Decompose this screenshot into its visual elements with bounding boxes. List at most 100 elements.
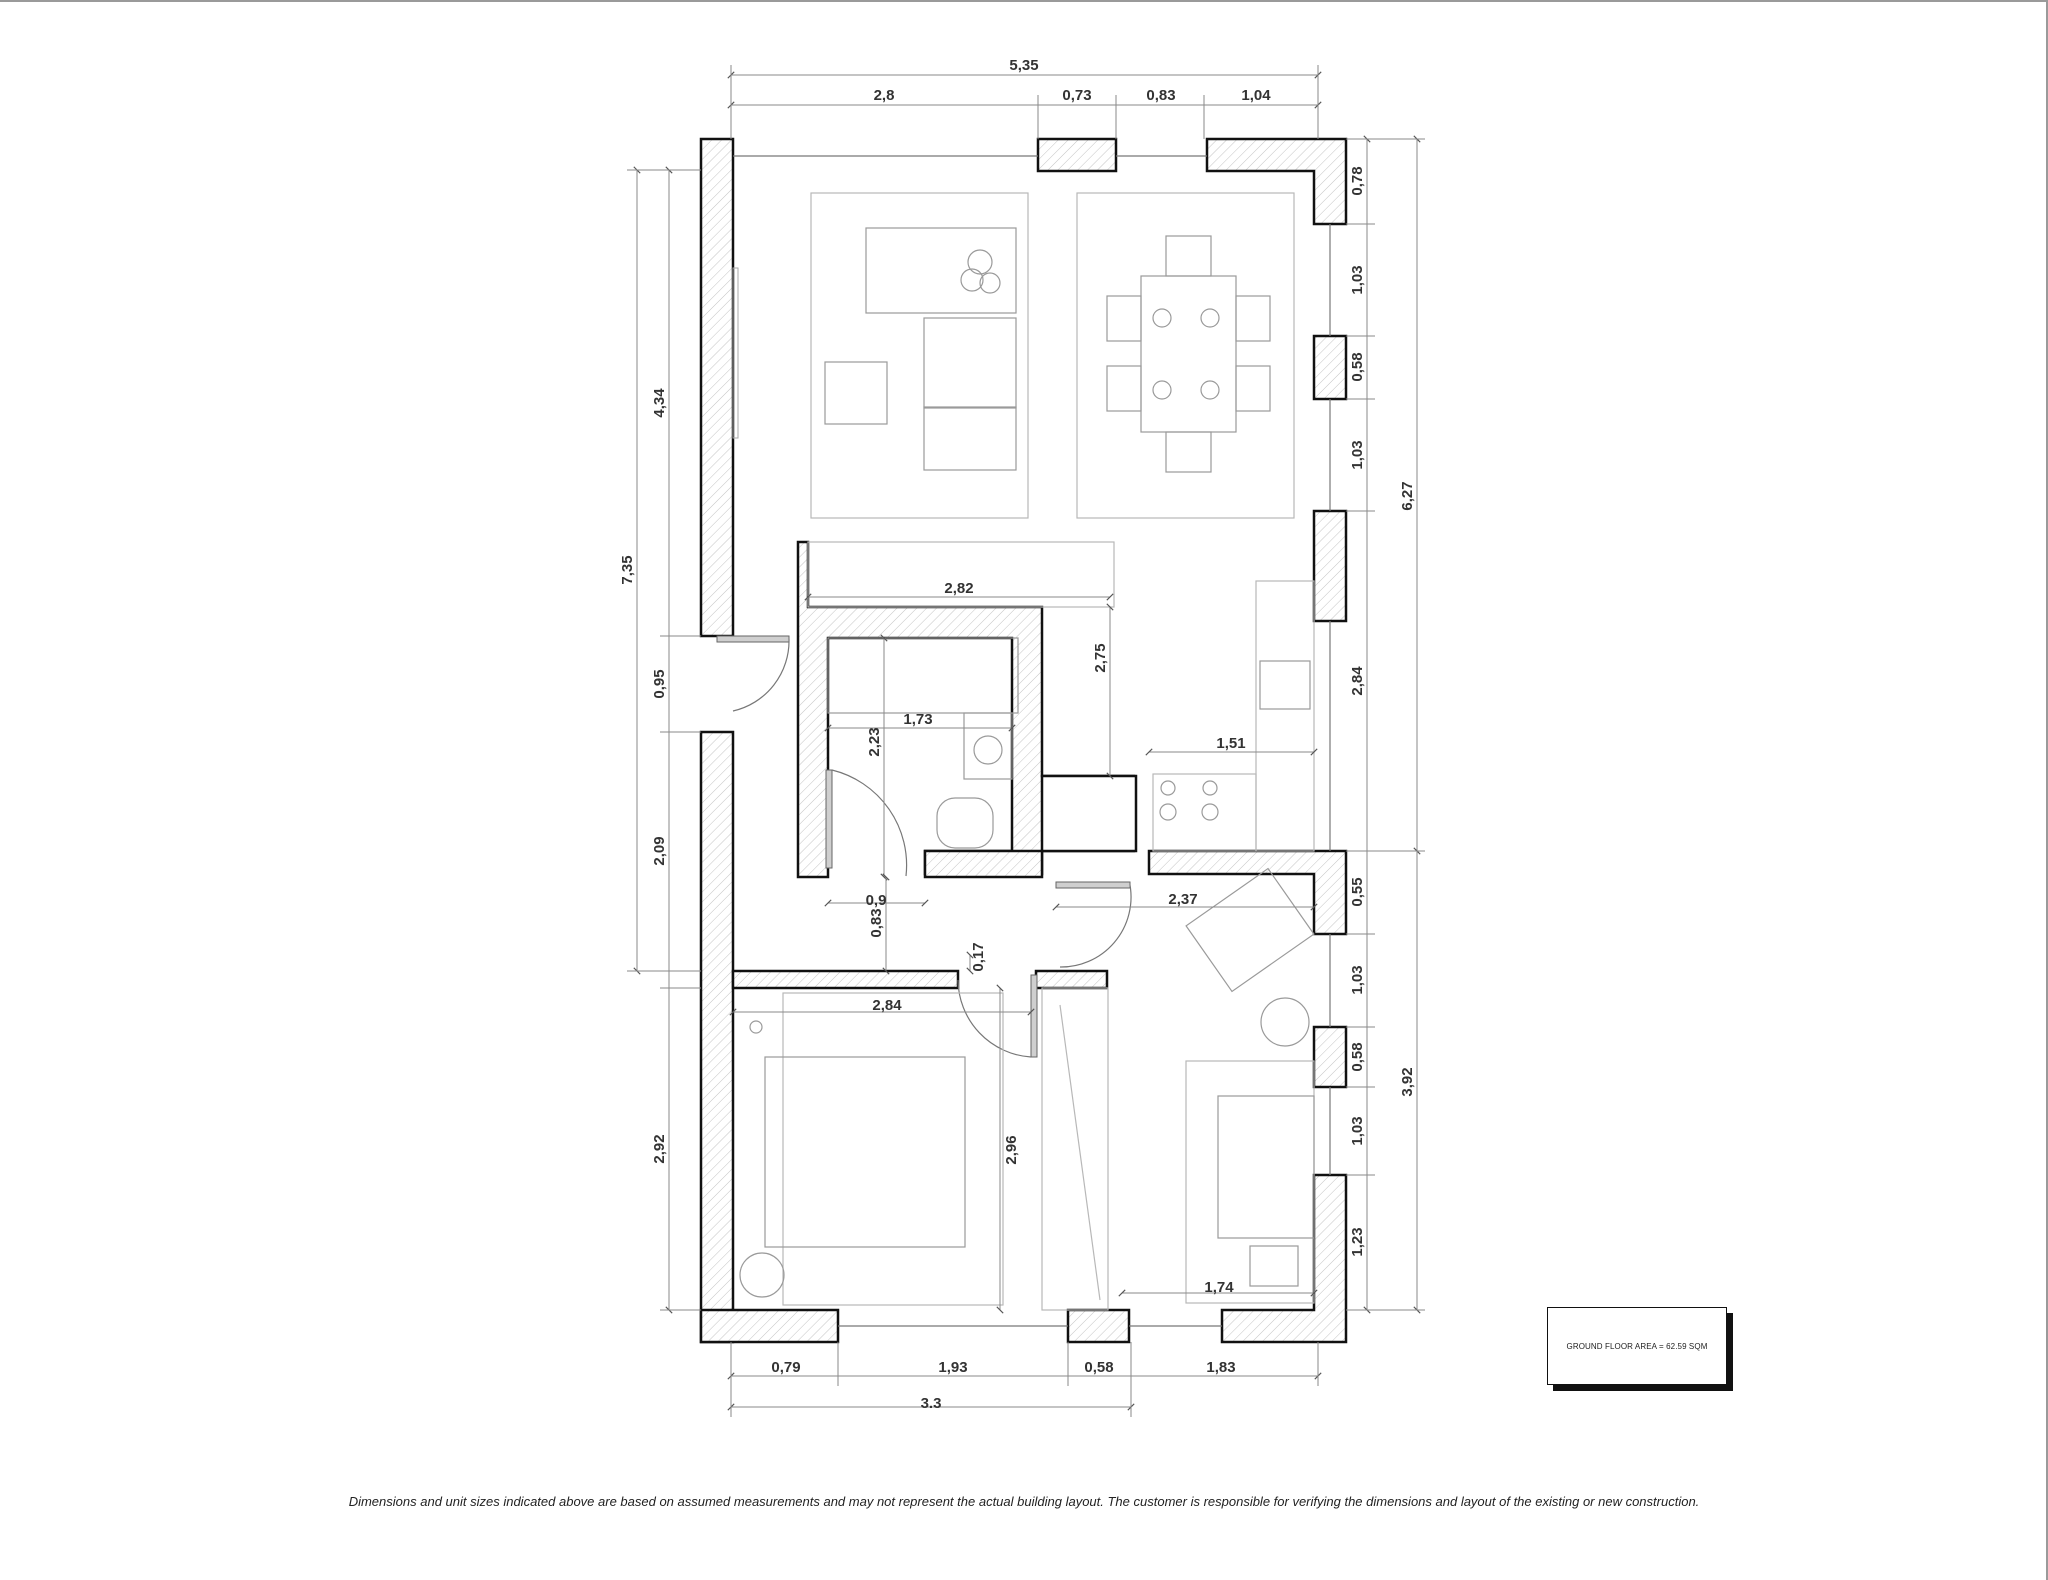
dim-bath-width: 2,82 xyxy=(944,580,973,597)
dim-hall-door: 0,9 xyxy=(866,892,887,909)
wardrobe xyxy=(1041,987,1109,1311)
dim-top-2: 0,73 xyxy=(1062,87,1091,104)
dim-bath-inner: 1,73 xyxy=(903,711,932,728)
wall-bottom-pier xyxy=(1066,1308,1131,1344)
wall-bedroom-top xyxy=(731,969,960,990)
disclaimer: Dimensions and unit sizes indicated abov… xyxy=(348,1494,1700,1509)
dim-right-6: 0,55 xyxy=(1349,877,1366,906)
sofa-seat-1 xyxy=(923,317,1017,409)
bedroom-door-swing xyxy=(957,979,1032,1058)
plate-icon xyxy=(1200,308,1220,328)
dim-left-4: 2,92 xyxy=(651,1134,668,1163)
dim-right-total-lower: 3,92 xyxy=(1399,1067,1416,1096)
chair-right-1 xyxy=(1235,295,1271,342)
wall-right-pier-2 xyxy=(1312,509,1348,623)
armchair xyxy=(1185,867,1315,993)
window-left xyxy=(732,267,739,439)
plant-icon-3 xyxy=(979,272,1001,294)
ottoman xyxy=(824,361,888,425)
dim-bottom-3: 0,58 xyxy=(1084,1359,1113,1376)
wardrobe-diagonal xyxy=(1059,1004,1101,1301)
area-label-box: GROUND FLOOR AREA = 62.59 SQM xyxy=(1547,1307,1727,1385)
dim-right-8: 0,58 xyxy=(1349,1042,1366,1071)
wall-bottom-left xyxy=(699,1308,840,1344)
dim-living-width: 2,37 xyxy=(1168,891,1197,908)
bedroom-door-leaf xyxy=(1030,974,1038,1058)
plate-icon xyxy=(1152,380,1172,400)
entrance-door-swing xyxy=(732,638,790,712)
dim-top-3: 0,83 xyxy=(1146,87,1175,104)
plate-icon xyxy=(1200,380,1220,400)
dim-kitchen-width: 1,51 xyxy=(1216,735,1245,752)
chair-left-2 xyxy=(1106,365,1142,412)
chair-bottom xyxy=(1165,431,1212,473)
bathtub xyxy=(827,637,1019,714)
dim-right-total-upper: 6,27 xyxy=(1399,481,1416,510)
living-door-leaf xyxy=(1055,881,1131,889)
rug-living xyxy=(810,192,1029,519)
chair-left-1 xyxy=(1106,295,1142,342)
wall-bedroom-stub xyxy=(1034,969,1109,990)
dimension-labels: 5,35 2,8 0,73 0,83 1,04 7,35 4,34 0,95 2… xyxy=(619,57,1416,1412)
dim-hall-depth: 0,83 xyxy=(868,908,885,937)
wall-left-upper xyxy=(699,137,735,638)
doors xyxy=(716,635,1132,1058)
plant-icon-2 xyxy=(960,268,984,292)
bathroom-door-leaf xyxy=(825,769,833,869)
sink-icon xyxy=(1259,660,1311,710)
burner-icon xyxy=(1160,780,1176,796)
dim-top-4: 1,04 xyxy=(1241,87,1271,104)
dim-right-9: 1,03 xyxy=(1349,1116,1366,1145)
dimension-lines xyxy=(627,65,1425,1417)
dim-bottom-4: 1,83 xyxy=(1206,1359,1235,1376)
side-table xyxy=(1260,997,1310,1047)
kitchen-counter-right xyxy=(1255,580,1315,852)
wall-kitchen-block xyxy=(1040,774,1138,853)
wall-top-right-corner xyxy=(1205,137,1348,226)
sofa-lounge xyxy=(1217,1095,1315,1239)
dim-top-1: 2,8 xyxy=(874,87,895,104)
counter-top xyxy=(807,541,1115,608)
bed xyxy=(764,1056,966,1248)
dim-bed-width: 2,84 xyxy=(872,997,902,1014)
entrance-door-leaf xyxy=(716,635,790,643)
rug-dining xyxy=(1076,192,1295,519)
dining-table xyxy=(1140,275,1237,433)
dim-right-5: 2,84 xyxy=(1349,666,1366,696)
dim-bath-depth: 2,23 xyxy=(866,727,883,756)
area-label: GROUND FLOOR AREA = 62.59 SQM xyxy=(1566,1341,1708,1351)
windows xyxy=(732,155,1331,1327)
dim-right-4: 1,03 xyxy=(1349,440,1366,469)
burner-icon xyxy=(1159,803,1177,821)
dim-left-total: 7,35 xyxy=(619,555,636,584)
toilet-icon xyxy=(936,797,994,849)
rug-bedroom xyxy=(782,992,1004,1306)
chair-right-2 xyxy=(1235,365,1271,412)
chair-top xyxy=(1165,235,1212,277)
dim-top-total: 5,35 xyxy=(1009,57,1038,74)
dim-hall-step: 0,17 xyxy=(970,942,987,971)
plant-icon xyxy=(967,249,993,275)
dim-left-1: 4,34 xyxy=(651,388,668,418)
dim-right-2: 1,03 xyxy=(1349,265,1366,294)
dim-bottom-2: 1,93 xyxy=(938,1359,967,1376)
dim-bottom-total: 3.3 xyxy=(921,1395,942,1412)
sofa-back xyxy=(865,227,1017,314)
wall-left-lower xyxy=(699,730,735,1344)
plate-icon xyxy=(1152,308,1172,328)
living-door-swing xyxy=(1059,884,1132,968)
wall-hall xyxy=(923,849,1044,879)
wall-top-pier xyxy=(1036,137,1118,173)
wall-right-pier-1 xyxy=(1312,334,1348,401)
bathroom-door-swing xyxy=(831,769,908,877)
dim-kitchen-depth: 2,75 xyxy=(1092,643,1109,672)
dim-right-10: 1,23 xyxy=(1349,1227,1366,1256)
sofa-seat-2 xyxy=(923,406,1017,471)
dim-left-2: 0,95 xyxy=(651,669,668,698)
dim-sofa-width: 1,74 xyxy=(1204,1279,1234,1296)
dim-bottom-1: 0,79 xyxy=(771,1359,800,1376)
washbasin xyxy=(963,712,1013,780)
washbasin-bowl xyxy=(973,735,1003,765)
wall-bottom-right-corner xyxy=(1220,1173,1348,1344)
